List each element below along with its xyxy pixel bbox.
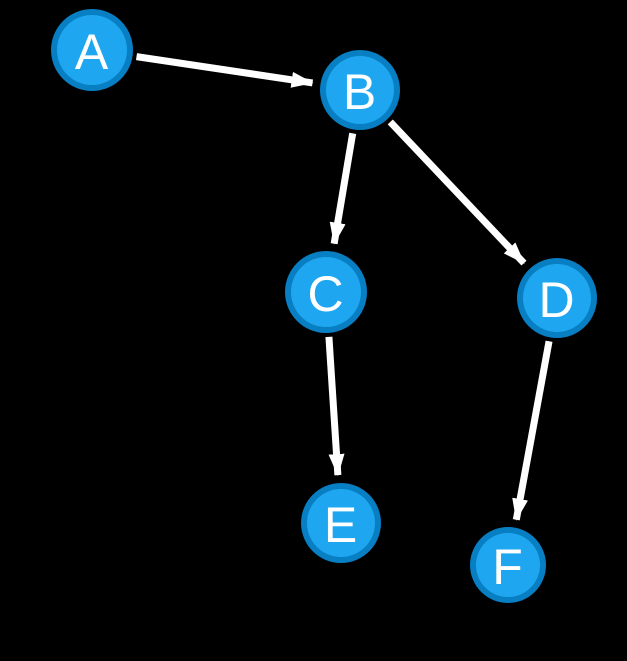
node-F[interactable]: F (470, 527, 546, 603)
node-label: B (343, 64, 377, 120)
node-E[interactable]: E (301, 483, 381, 563)
edge-D-F (512, 340, 553, 521)
edge-C-E (325, 336, 345, 477)
node-body (307, 489, 375, 557)
edge-B-C (329, 132, 357, 245)
node-label: E (324, 497, 358, 553)
node-B[interactable]: B (320, 50, 400, 130)
node-body (476, 533, 540, 597)
node-label: D (538, 272, 575, 328)
node-C[interactable]: C (285, 251, 367, 333)
node-A[interactable]: A (51, 9, 133, 91)
edge-B-D (387, 119, 527, 266)
node-label: A (75, 24, 109, 80)
node-label: F (492, 539, 524, 595)
edge-layer (135, 53, 553, 521)
node-body (523, 264, 591, 332)
edge-A-B (135, 53, 314, 88)
node-label: C (307, 266, 344, 322)
node-body (291, 257, 361, 327)
node-body (57, 15, 127, 85)
node-D[interactable]: D (517, 258, 597, 338)
node-body (326, 56, 394, 124)
node-layer: A B C D E F (51, 9, 597, 603)
